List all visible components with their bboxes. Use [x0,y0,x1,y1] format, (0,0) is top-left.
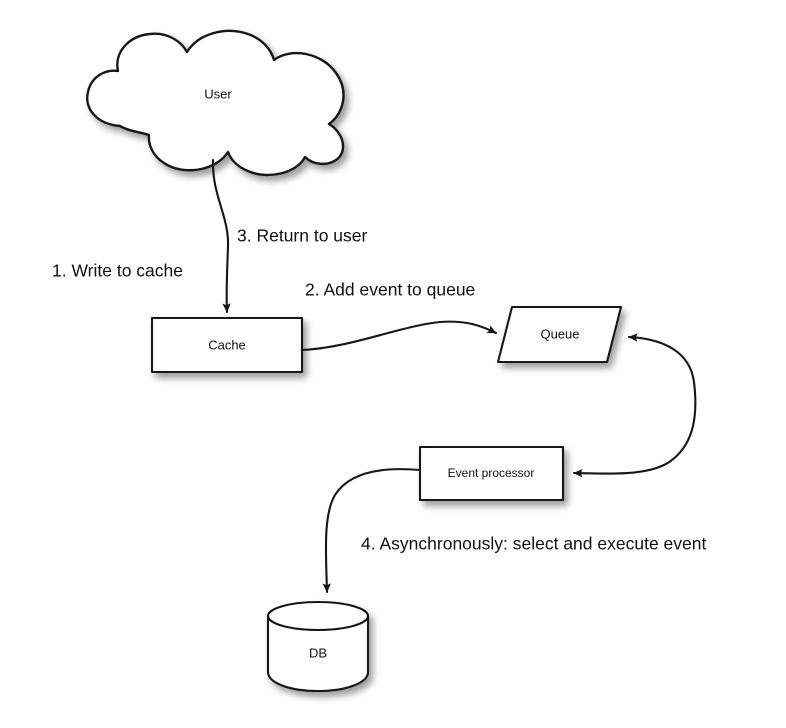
node-label-db: DB [309,645,327,660]
edge-queue-processor-loop [572,333,697,478]
step-label-3: 3. Return to user [237,226,368,246]
node-db[interactable]: DB [266,600,370,693]
node-queue[interactable]: Queue [496,305,623,364]
node-cache[interactable]: Cache [150,316,304,374]
edge-cache-to-queue [300,320,498,352]
node-label-event-processor: Event processor [448,466,535,480]
node-event-processor[interactable]: Event processor [418,445,565,502]
edge-processor-to-db [322,468,422,594]
edge-user-to-cache [211,158,231,314]
node-user[interactable]: User [86,29,345,177]
node-label-queue: Queue [540,326,579,341]
step-label-1: 1. Write to cache [52,261,183,281]
step-label-4: 4. Asynchronously: select and execute ev… [361,534,706,554]
node-label-cache: Cache [208,337,246,352]
step-label-2: 2. Add event to queue [305,280,475,300]
node-label-user: User [204,86,232,101]
